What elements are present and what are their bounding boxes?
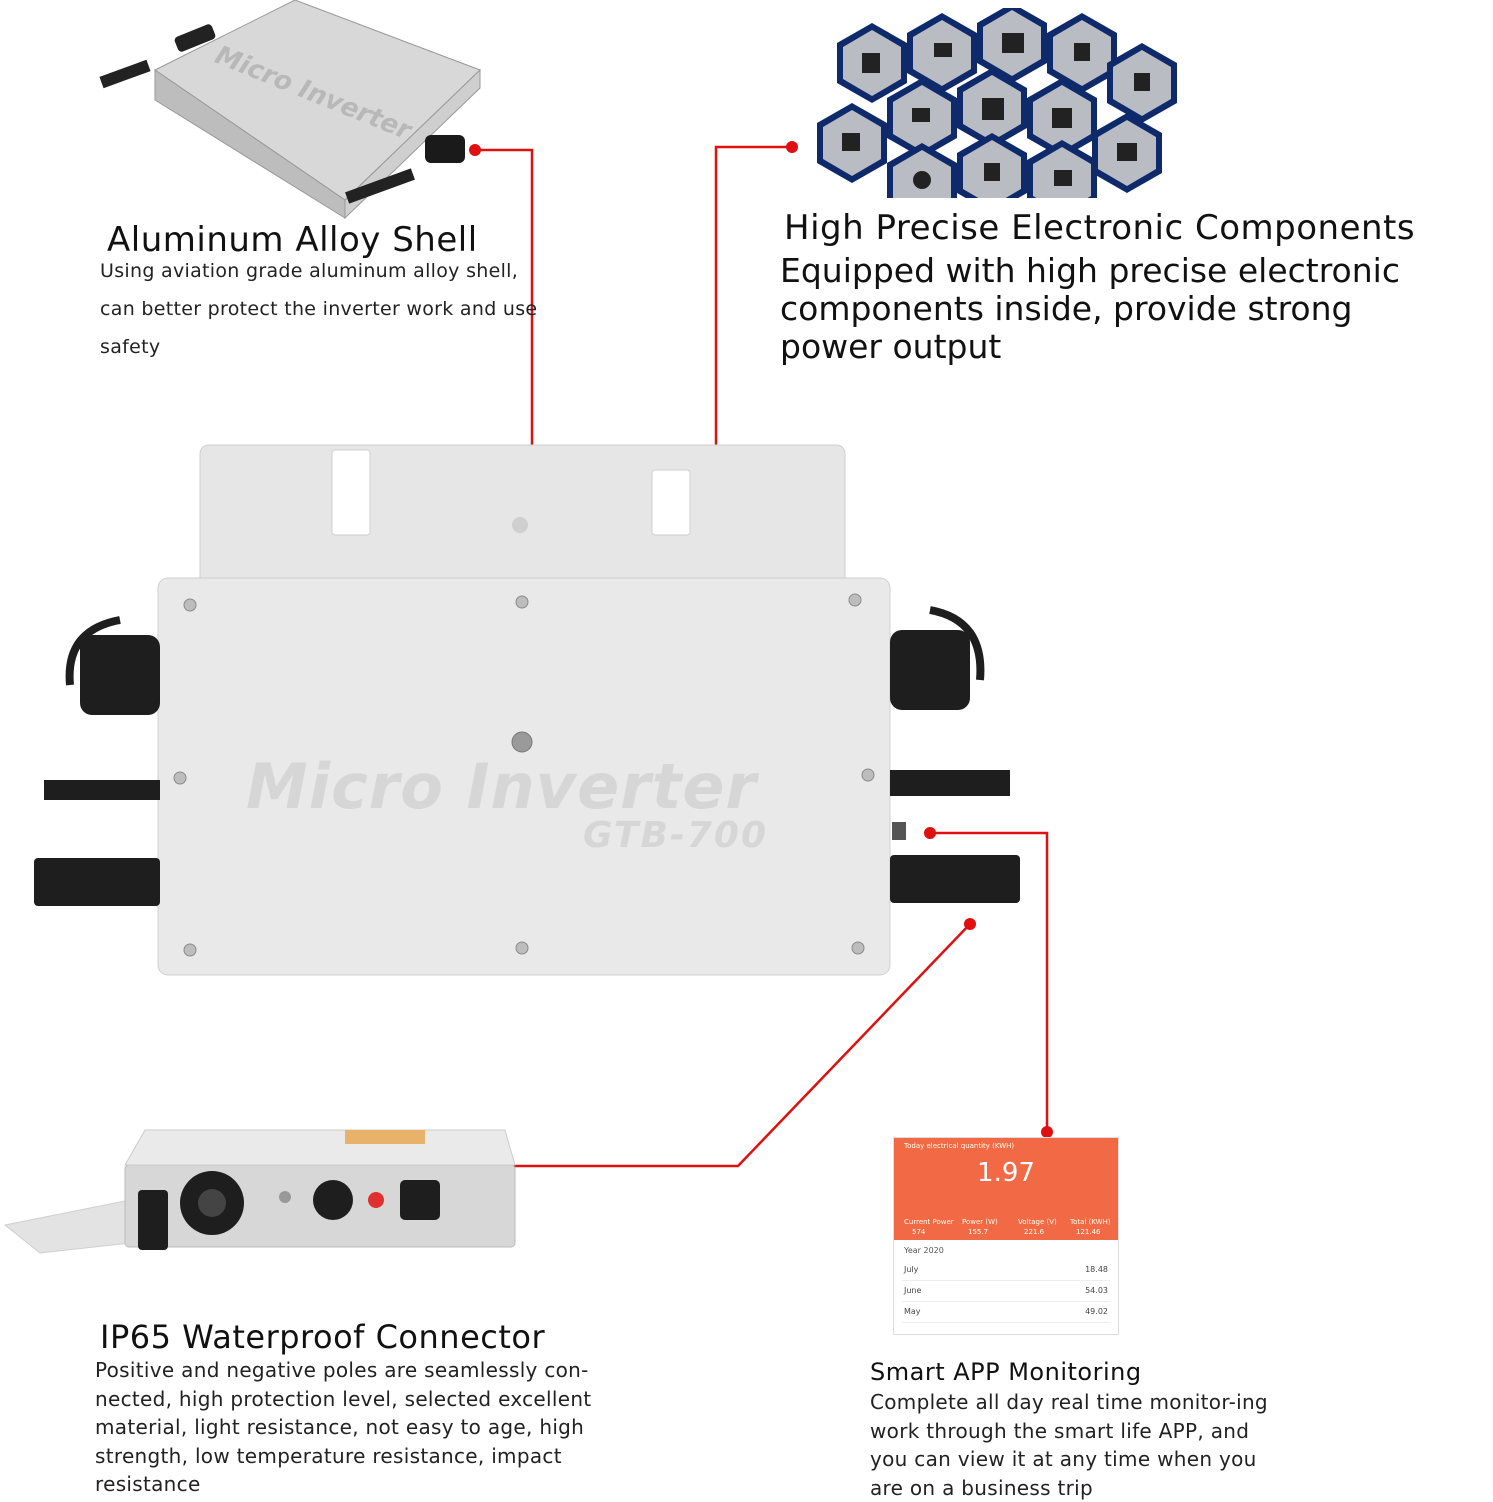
- app-stat-value: 155.7: [968, 1228, 989, 1236]
- waterproof-title: IP65 Waterproof Connector: [100, 1318, 546, 1356]
- list-item[interactable]: June 54.03: [902, 1281, 1110, 1302]
- app-title: Smart APP Monitoring: [870, 1358, 1142, 1386]
- app-year-label: Year 2020: [904, 1246, 944, 1255]
- app-stat-value: 221.6: [1024, 1228, 1045, 1236]
- month-name: June: [904, 1286, 922, 1295]
- app-stat-label: Power (W): [962, 1218, 998, 1226]
- app-stat-value: 121.46: [1076, 1228, 1101, 1236]
- waterproof-description: Positive and negative poles are seamless…: [95, 1358, 592, 1496]
- month-name: May: [904, 1307, 921, 1316]
- app-stat-value: 574: [912, 1228, 926, 1236]
- list-item[interactable]: May 49.02: [902, 1302, 1110, 1323]
- list-item[interactable]: July 18.48: [902, 1260, 1110, 1281]
- aluminum-description: Using aviation grade aluminum alloy shel…: [100, 260, 538, 358]
- month-value: 49.02: [1085, 1307, 1108, 1316]
- app-screenshot: Today electrical quantity (KWH) 1.97 Cur…: [893, 1137, 1119, 1335]
- electronics-description: Equipped with high precise electronic co…: [780, 251, 1400, 366]
- product-model: GTB-700: [583, 815, 768, 856]
- app-stat-label: Current Power: [904, 1218, 954, 1226]
- app-description: Complete all day real time monitor-ing w…: [870, 1390, 1268, 1500]
- micro-inverter-main-image: [34, 444, 1020, 976]
- app-today-value: 1.97: [977, 1158, 1035, 1188]
- aluminum-shell-image: Micro Inverter: [99, 0, 481, 220]
- app-header: Today electrical quantity (KWH) 1.97 Cur…: [894, 1138, 1118, 1240]
- electronics-title: High Precise Electronic Components: [784, 208, 1416, 248]
- product-brand-text: Micro Inverter: [246, 750, 757, 823]
- app-stat-label: Total (KWH): [1070, 1218, 1111, 1226]
- month-name: July: [904, 1265, 919, 1274]
- app-stat-label: Voltage (V): [1018, 1218, 1057, 1226]
- month-value: 18.48: [1085, 1265, 1108, 1274]
- month-value: 54.03: [1085, 1286, 1108, 1295]
- connector-icon: [138, 1171, 440, 1250]
- chip-icon: [842, 33, 1150, 189]
- aluminum-title: Aluminum Alloy Shell: [107, 220, 478, 260]
- waterproof-connector-image: [3, 1129, 516, 1254]
- electronic-components-image: [817, 8, 1177, 198]
- app-header-label: Today electrical quantity (KWH): [904, 1142, 1015, 1150]
